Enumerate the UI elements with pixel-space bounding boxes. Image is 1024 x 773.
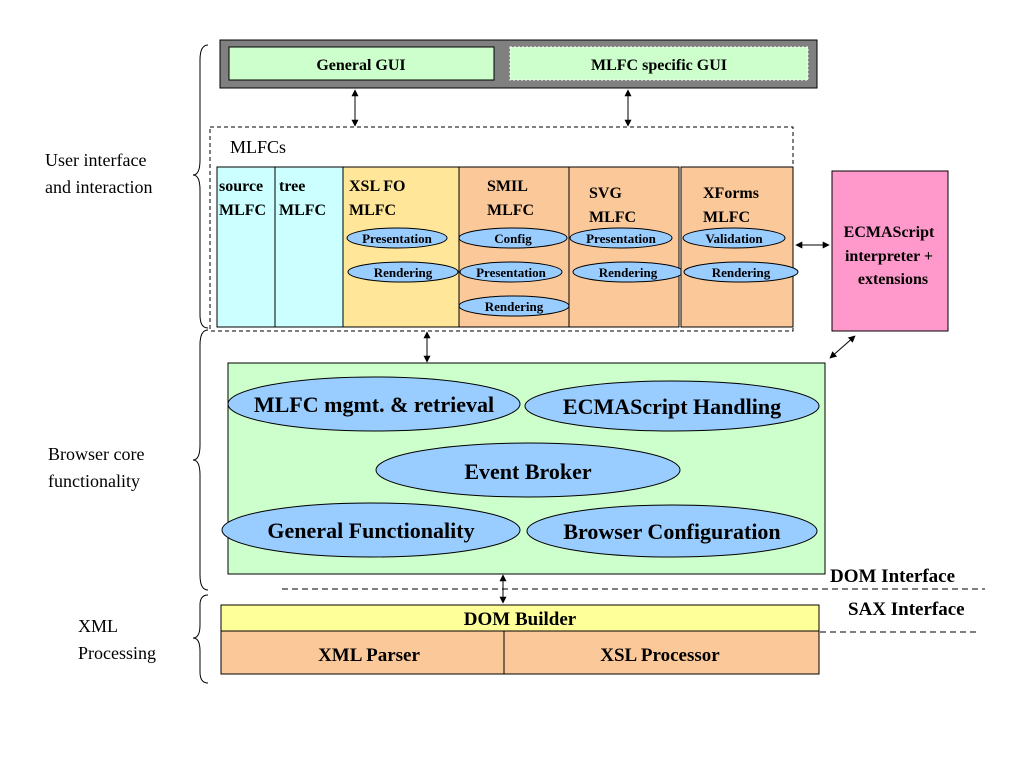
svg-rendering-label: Rendering: [599, 265, 658, 280]
mlfc-specific-gui-label: MLFC specific GUI: [591, 57, 727, 74]
tree-mlfc-line2: MLFC: [279, 202, 326, 219]
mlfc-mgmt-oval: [227, 376, 521, 432]
mlfcs-title: MLFCs: [230, 137, 286, 157]
arrow-ecma-core: [829, 335, 856, 359]
xslfo-mlfc-line1: XSL FO: [349, 178, 405, 195]
tree-mlfc-line1: tree: [279, 178, 305, 195]
smil-rendering-label: Rendering: [485, 299, 544, 314]
mlfc-specific-gui-box: [509, 46, 809, 81]
xml-parser-box: [220, 630, 505, 675]
section-core-line2: functionality: [48, 471, 140, 491]
ecmascript-interpreter-box: [831, 170, 949, 332]
section-ui-line1: User interface: [45, 150, 146, 170]
general-gui-box: [228, 46, 495, 81]
event-broker-label: Event Broker: [464, 459, 592, 484]
section-core-line1: Browser core: [48, 444, 144, 464]
mlfcs-container: [209, 126, 794, 332]
browser-configuration-oval: [526, 504, 818, 558]
xforms-validation-oval: [682, 227, 786, 249]
xsl-processor-box: [503, 630, 820, 675]
smil-config-oval: [458, 227, 568, 249]
xforms-validation-label: Validation: [705, 231, 763, 246]
ecmascript-box-line3: extensions: [858, 271, 928, 288]
brace-core: [192, 329, 209, 591]
xforms-mlfc-line1: XForms: [703, 185, 759, 202]
sax-interface-label: SAX Interface: [848, 599, 965, 620]
ecmascript-box-line2: interpreter +: [845, 248, 933, 265]
event-broker-oval: [375, 442, 681, 498]
smil-presentation-label: Presentation: [476, 265, 547, 280]
section-xml-line1: XML: [78, 616, 118, 636]
xslfo-rendering-label: Rendering: [374, 265, 433, 280]
source-mlfc-box: [216, 166, 276, 328]
general-functionality-oval: [221, 502, 521, 558]
xslfo-rendering-oval: [347, 261, 459, 283]
dom-interface-label: DOM Interface: [830, 566, 955, 587]
svg-presentation-label: Presentation: [586, 231, 657, 246]
mlfc-mgmt-label: MLFC mgmt. & retrieval: [254, 392, 494, 417]
svg-mlfc-line2: MLFC: [589, 209, 636, 226]
smil-presentation-oval: [459, 261, 563, 283]
xforms-rendering-oval: [683, 261, 799, 283]
ecmascript-handling-label: ECMAScript Handling: [563, 394, 781, 419]
brace-xml: [192, 594, 209, 684]
ecmascript-handling-oval: [524, 380, 820, 432]
svg-presentation-oval: [569, 227, 673, 249]
smil-config-label: Config: [494, 231, 532, 246]
smil-mlfc-line1: SMIL: [487, 178, 528, 195]
xsl-processor-label: XSL Processor: [600, 645, 720, 666]
general-functionality-label: General Functionality: [267, 518, 474, 543]
source-mlfc-line1: source: [219, 178, 263, 195]
source-mlfc-line2: MLFC: [219, 202, 266, 219]
xforms-rendering-label: Rendering: [712, 265, 771, 280]
smil-mlfc-line2: MLFC: [487, 202, 534, 219]
svg-mlfc-line1: SVG: [589, 185, 622, 202]
xslfo-presentation-oval: [346, 227, 448, 249]
section-ui-line2: and interaction: [45, 177, 152, 197]
tree-mlfc-box: [274, 166, 344, 328]
general-gui-label: General GUI: [316, 57, 405, 74]
section-xml-line2: Processing: [78, 643, 156, 663]
xml-parser-label: XML Parser: [318, 645, 420, 666]
dom-builder-label: DOM Builder: [464, 609, 577, 630]
xslfo-mlfc-line2: MLFC: [349, 202, 396, 219]
brace-ui: [192, 44, 209, 329]
ecmascript-box-line1: ECMAScript: [844, 224, 935, 241]
browser-configuration-label: Browser Configuration: [563, 519, 780, 544]
xslfo-presentation-label: Presentation: [362, 231, 433, 246]
xforms-mlfc-line2: MLFC: [703, 209, 750, 226]
